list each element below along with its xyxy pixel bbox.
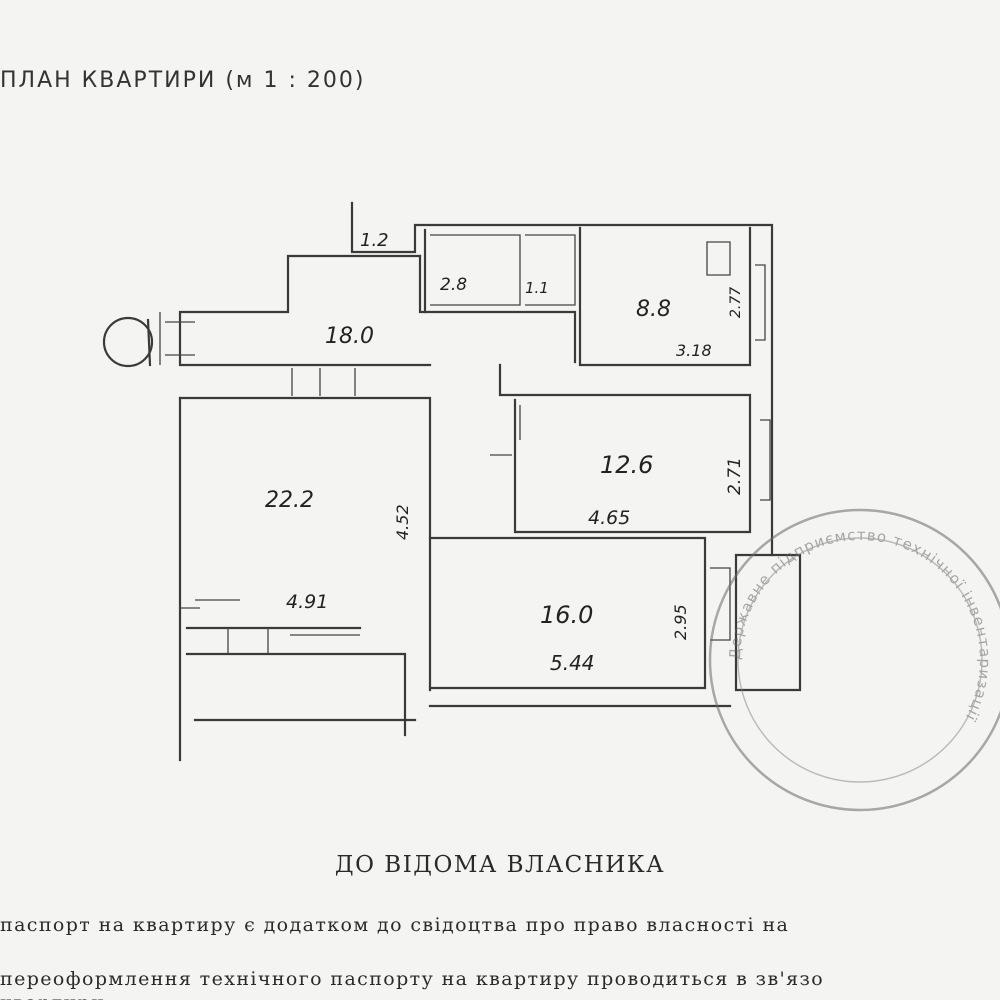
hall-area-label: 18.0 [325,324,374,349]
living-room-area-label: 22.2 [265,488,314,513]
notice-heading: ДО ВІДОМА ВЛАСНИКА [334,852,666,878]
kitchen-area-label: 8.8 [636,297,671,322]
stamp-text: Державне підприємство технічної інвентар… [726,526,994,724]
kitchen-width-label: 3.18 [676,341,712,360]
bathroom-area-label: 2.8 [440,275,467,295]
floor-plan: 1.2 2.8 1.1 18.0 8.8 12.6 22.2 16.0 3.18… [102,201,802,762]
kitchen-depth-label: 2.77 [728,287,744,318]
bedroom-width-label: 4.65 [588,507,630,529]
notice-paragraph-1: паспорт на квартиру є додатком до свідоц… [0,914,790,936]
toilet-area-label: 1.1 [525,279,549,297]
south-room-area-label: 16.0 [540,601,593,629]
notice-paragraph-2: переоформлення технічного паспорту на кв… [0,968,825,990]
living-depth-label: 4.52 [393,504,412,540]
living-width-label: 4.91 [286,591,328,613]
storage-area-label: 1.2 [360,230,389,251]
bedroom-depth-label: 2.71 [725,457,745,495]
official-stamp: Державне підприємство технічної інвентар… [708,508,1000,812]
plan-title: ПЛАН КВАРТИРИ (м 1 : 200) [0,68,366,93]
bedroom-area-label: 12.6 [600,451,653,479]
south-width-label: 5.44 [550,651,595,675]
notice-paragraph-3: квартири [0,992,1000,1000]
south-depth-label: 2.95 [671,604,690,640]
